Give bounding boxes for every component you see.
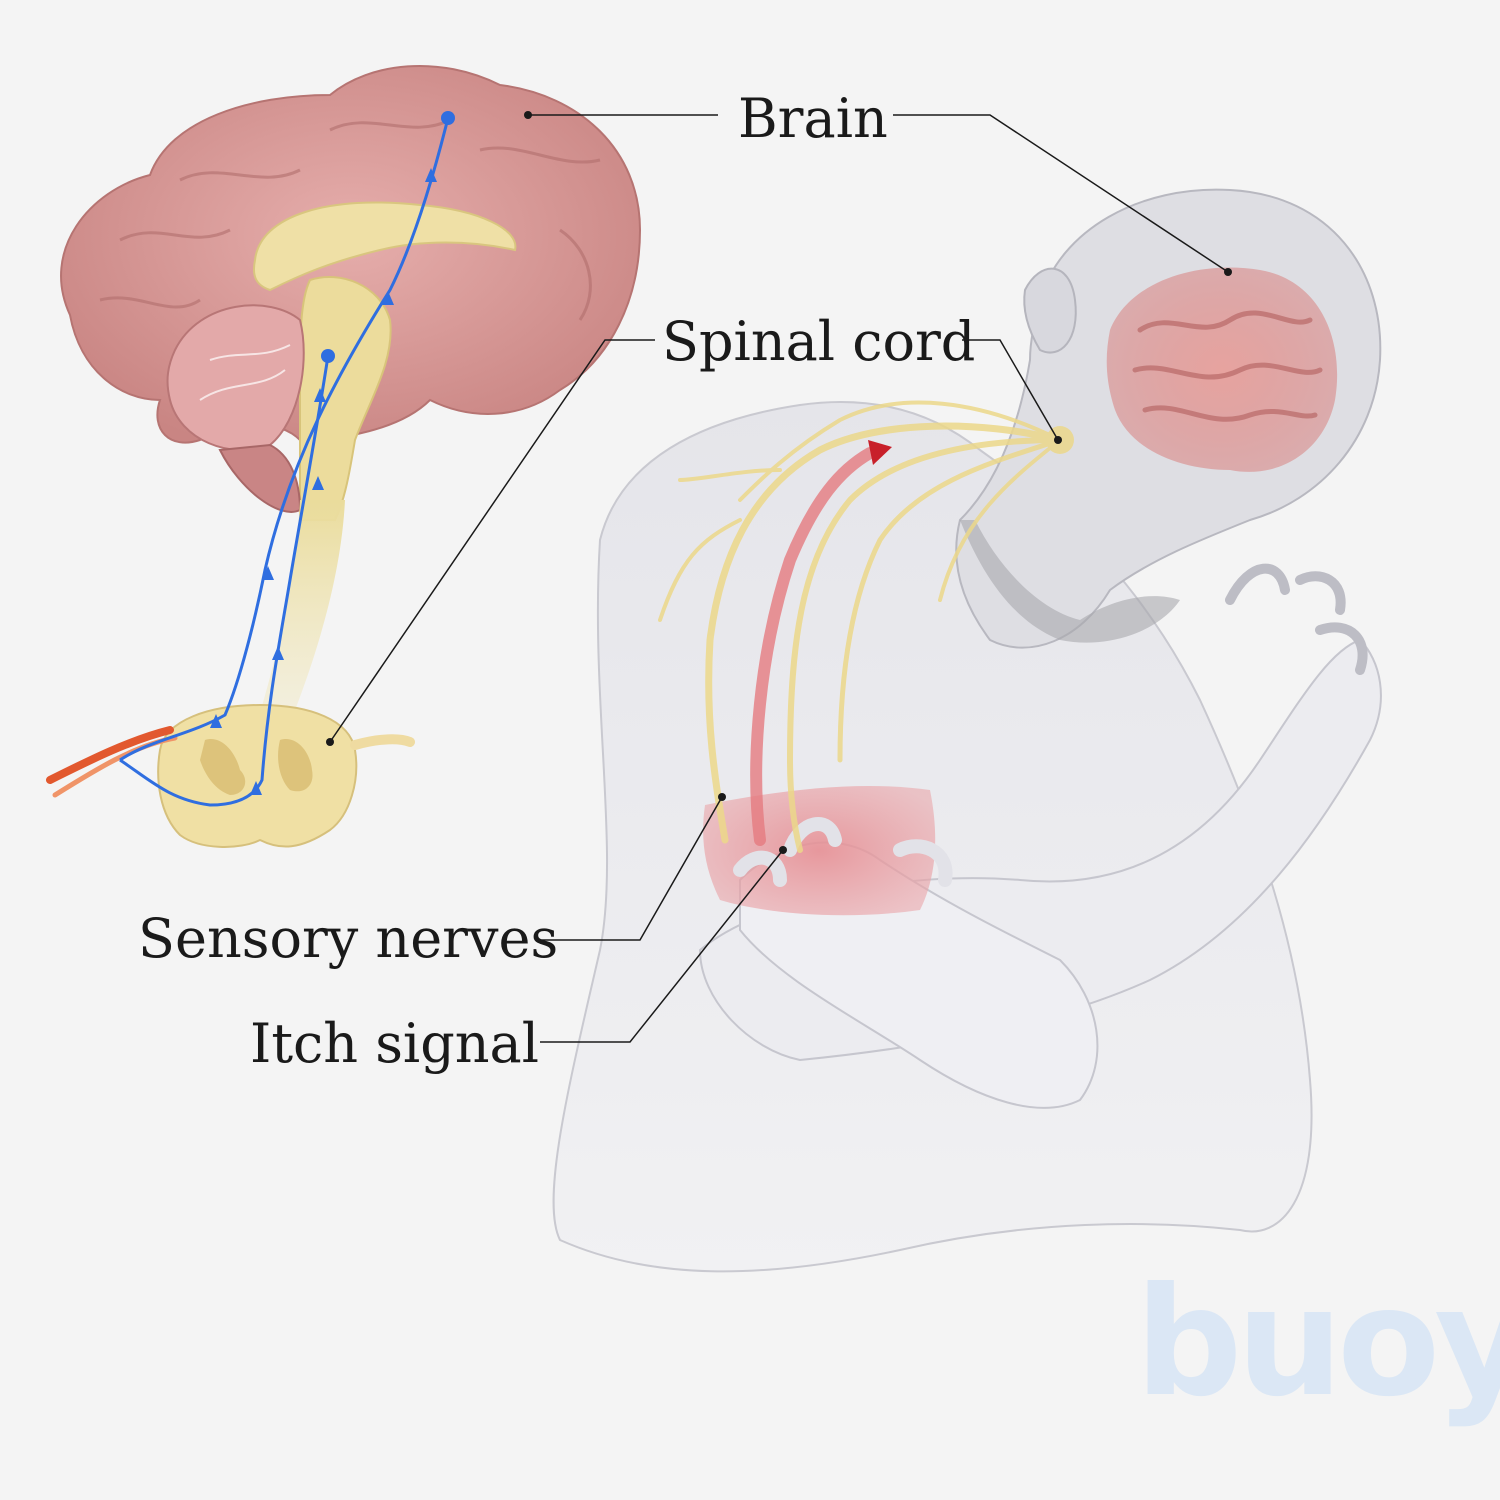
itch-signal-arrow	[750, 440, 892, 846]
sensory-nerves-leader	[540, 796, 723, 941]
brain-label: Brain	[738, 87, 888, 150]
human-figure	[552, 188, 1382, 1273]
brainstem-endpoint-dot	[321, 349, 335, 363]
brain-endpoint-dot	[441, 111, 455, 125]
spinal-cord-leader-right	[962, 339, 1059, 441]
spinal-cord-leader-left	[329, 339, 655, 743]
sensory-nerves-label: Sensory nerves	[138, 907, 559, 970]
registered-mark: ®	[1413, 1370, 1427, 1386]
brain-leader-right	[893, 114, 1229, 273]
itch-signal-label: Itch signal	[250, 1012, 540, 1075]
leader-lines	[329, 114, 1229, 1043]
spinal-cord-section	[46, 703, 415, 848]
itch-signal-leader	[540, 849, 784, 1043]
signal-pathways	[119, 111, 455, 807]
spinal-cord-label: Spinal cord	[662, 310, 976, 373]
sensory-nerve-fibers	[658, 400, 1074, 853]
buoy-logo: buoy	[1135, 1256, 1500, 1430]
brain-section	[60, 64, 642, 760]
leader-dots	[326, 111, 1232, 854]
